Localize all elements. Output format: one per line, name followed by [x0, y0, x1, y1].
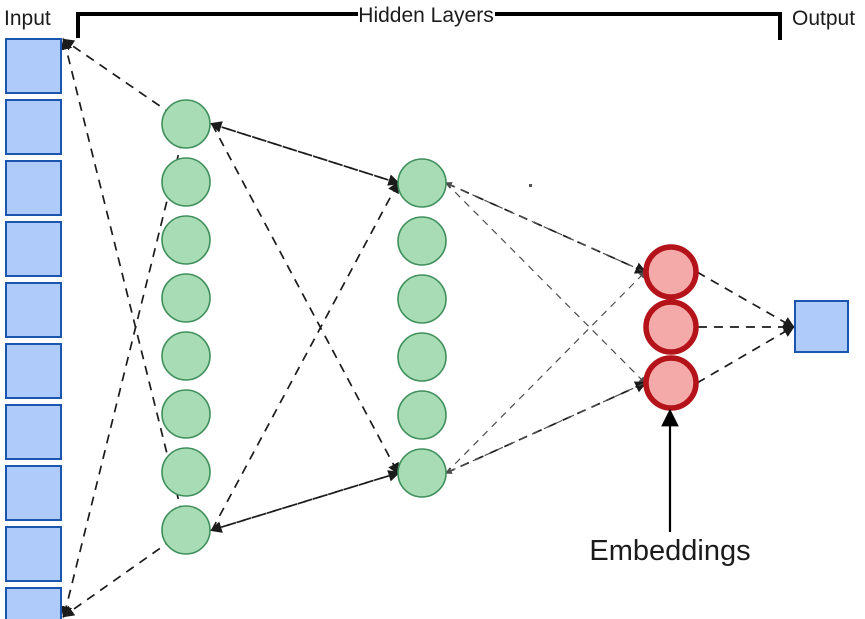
input-node[interactable] — [5, 38, 62, 94]
hidden-layer-1 — [161, 99, 211, 555]
hidden-node[interactable] — [161, 99, 211, 149]
edge-h2-last-to-h1-last — [209, 472, 399, 533]
edge-h2-last-to-embed-1 — [445, 270, 647, 474]
hidden-node[interactable] — [161, 447, 211, 497]
hidden-layers-bracket — [76, 12, 782, 40]
edge-embed-1-to-output — [696, 271, 796, 329]
hidden-node[interactable] — [397, 216, 447, 266]
edge-h1-first-to-h2-last — [211, 123, 400, 476]
edge-input-bottom-to-h1-first — [60, 123, 187, 619]
embedding-node[interactable] — [643, 244, 699, 300]
edges-embeddings-to-output — [696, 271, 796, 384]
input-node[interactable] — [5, 526, 62, 582]
edges-hidden1-to-hidden2 — [209, 121, 401, 533]
edge-input-bottom-to-h1-last — [62, 529, 187, 618]
embedding-node[interactable] — [643, 299, 699, 355]
hidden-node[interactable] — [397, 158, 447, 208]
edge-embed-1-to-h2-first — [444, 182, 646, 273]
hidden-node[interactable] — [161, 157, 211, 207]
edge-h1-last-to-h2-first — [211, 180, 400, 531]
hidden-node[interactable] — [397, 274, 447, 324]
hidden-layers-label: Hidden Layers — [358, 4, 493, 27]
input-node[interactable] — [5, 343, 62, 399]
hidden-node[interactable] — [161, 331, 211, 381]
embedding-layer — [643, 244, 699, 411]
input-node[interactable] — [5, 160, 62, 216]
input-node[interactable] — [5, 587, 62, 619]
input-node[interactable] — [5, 465, 62, 521]
edge-input-top-to-h1-last — [60, 37, 187, 531]
edge-h2-first-to-embed-3 — [445, 182, 647, 385]
hidden-node[interactable] — [161, 389, 211, 439]
hidden-node[interactable] — [161, 273, 211, 323]
edge-embed-3-to-output — [696, 325, 796, 384]
edge-embed-3-to-h2-last — [444, 382, 646, 474]
embedding-node[interactable] — [643, 355, 699, 411]
edge-h2-first-to-h1-first — [209, 121, 399, 184]
hidden-node[interactable] — [397, 390, 447, 440]
hidden-node[interactable] — [397, 332, 447, 382]
stray-speck — [529, 184, 532, 187]
hidden-node[interactable] — [397, 448, 447, 498]
hidden-node[interactable] — [161, 505, 211, 555]
input-node[interactable] — [5, 282, 62, 338]
input-node[interactable] — [5, 99, 62, 155]
input-layer — [5, 38, 62, 619]
hidden-layer-2 — [397, 158, 447, 498]
input-node[interactable] — [5, 404, 62, 460]
input-node[interactable] — [5, 221, 62, 277]
embeddings-label: Embeddings — [589, 535, 750, 567]
output-label: Output — [792, 7, 855, 30]
hidden-node[interactable] — [161, 215, 211, 265]
edge-h2-first-to-embed-1 — [445, 182, 648, 274]
edges-hidden2-to-embeddings — [444, 182, 648, 474]
input-label: Input — [4, 7, 51, 30]
output-node[interactable] — [794, 300, 849, 353]
